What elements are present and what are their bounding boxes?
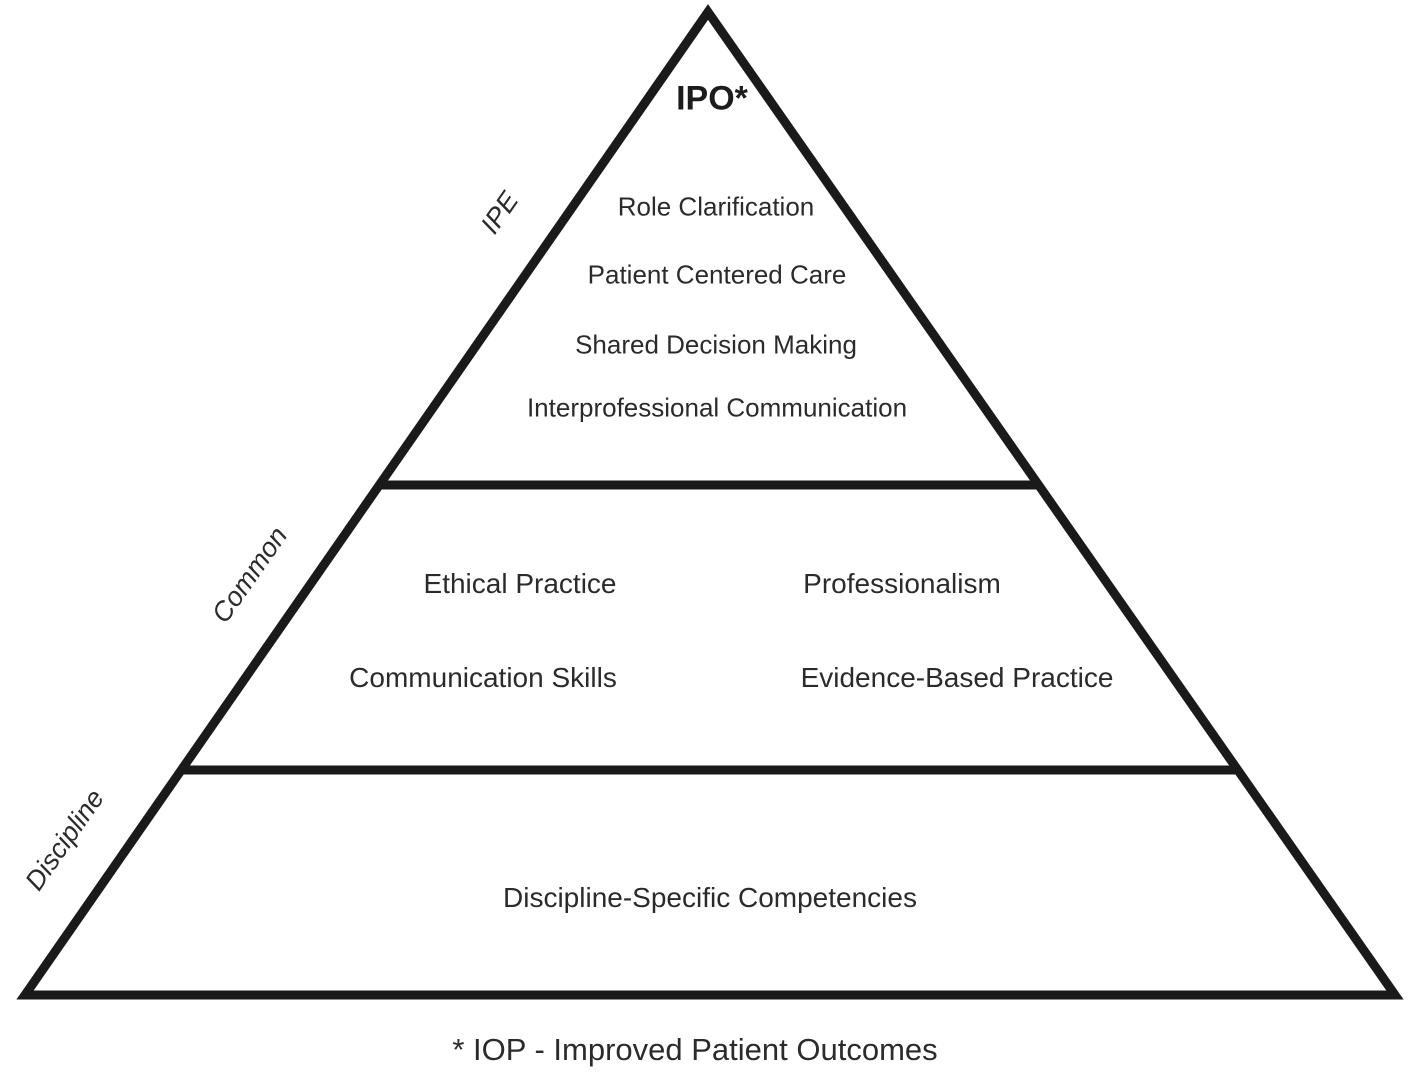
tier2-item-ethical-practice: Ethical Practice: [423, 568, 617, 599]
tier1-item-patient-centered-care: Patient Centered Care: [587, 259, 847, 290]
tier2-item-evidence-based-practice: Evidence-Based Practice: [800, 662, 1114, 693]
tier3-item-discipline-specific-competencies: Discipline-Specific Competencies: [503, 882, 917, 913]
pyramid-triangle-outline: [16, 4, 1404, 1000]
tier1-item-role-clarification: Role Clarification: [617, 191, 815, 222]
tier2-item-professionalism: Professionalism: [803, 568, 1001, 599]
tier1-item-shared-decision-making: Shared Decision Making: [575, 329, 857, 360]
tier2-item-communication-skills: Communication Skills: [349, 662, 617, 693]
footnote: * IOP - Improved Patient Outcomes: [452, 1032, 938, 1067]
apex-label: IPO*: [676, 79, 748, 118]
tier1-item-interprofessional-communication: Interprofessional Communication: [526, 392, 908, 423]
